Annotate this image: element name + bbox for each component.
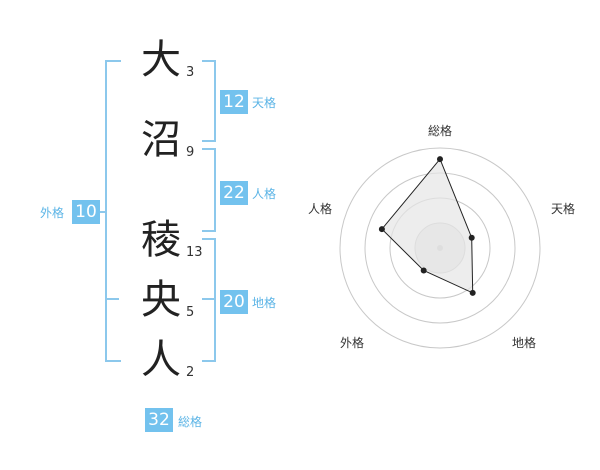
radar-axis-label-tenkaku: 天格 xyxy=(550,202,575,216)
stroke-count-5: 2 xyxy=(186,365,195,380)
jinkaku-number-box: 22 xyxy=(220,181,248,205)
radar-point-0 xyxy=(437,156,443,163)
radar-point-4 xyxy=(378,226,385,233)
stroke-count-3: 13 xyxy=(186,245,203,260)
name-char-5: 人 xyxy=(141,337,181,383)
chikaku-bracket-tick xyxy=(202,298,214,300)
name-char-4: 央 xyxy=(141,277,181,323)
name-char-1: 大 xyxy=(141,37,181,83)
name-char-2: 沼 xyxy=(141,117,181,163)
chikaku-number-box: 20 xyxy=(220,290,248,314)
gaikaku-bracket-connector xyxy=(99,211,107,213)
radar-polygon xyxy=(381,158,474,294)
tenkaku-number-box: 12 xyxy=(220,90,248,114)
jinkaku-bracket xyxy=(202,148,216,232)
radar-points xyxy=(378,156,476,296)
radar-axis-label-jinkaku: 人格 xyxy=(307,202,332,216)
jinkaku-label: 人格 xyxy=(252,187,277,201)
tenkaku-label: 天格 xyxy=(252,96,277,110)
radar-point-3 xyxy=(420,267,427,274)
chikaku-bracket xyxy=(202,238,216,362)
soukaku-number-box: 32 xyxy=(145,408,173,432)
radar-axis-label-gaikaku: 外格 xyxy=(339,336,364,350)
soukaku-label: 総格 xyxy=(178,415,203,429)
tenkaku-bracket xyxy=(202,60,216,142)
gaikaku-bracket-inner-tick xyxy=(105,298,119,300)
stroke-count-2: 9 xyxy=(186,145,195,160)
radar-ring-4 xyxy=(339,147,541,349)
radar-axis-label-chikaku: 地格 xyxy=(511,336,536,350)
radar-point-1 xyxy=(468,234,475,241)
stroke-count-4: 5 xyxy=(186,305,195,320)
chikaku-label: 地格 xyxy=(252,296,277,310)
gaikaku-number-box: 10 xyxy=(72,200,100,224)
radar-axis-label-soukaku: 総格 xyxy=(427,124,452,138)
stroke-count-1: 3 xyxy=(186,65,195,80)
name-char-3: 稜 xyxy=(141,217,181,263)
radar-point-2 xyxy=(469,289,476,296)
gaikaku-label: 外格 xyxy=(40,206,65,220)
